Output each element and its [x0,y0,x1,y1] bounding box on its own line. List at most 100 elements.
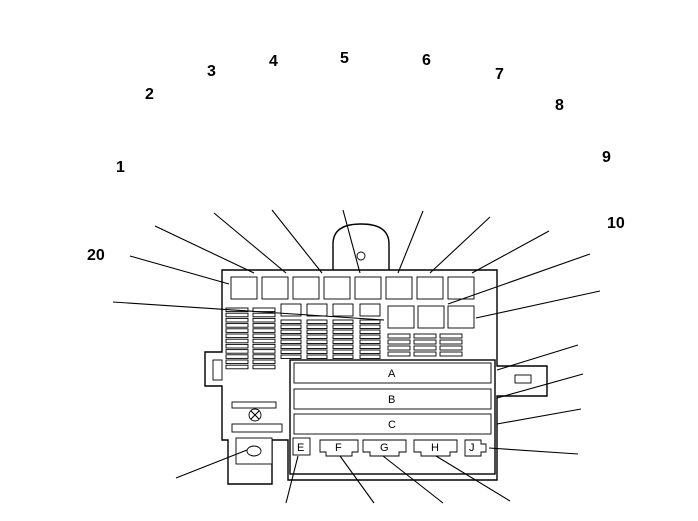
callout-8: 8 [555,97,564,114]
relay-block: A B C [289,359,496,475]
mini-fuse [359,334,381,339]
mini-fuse [413,339,437,345]
mini-fuse [225,333,249,339]
mini-fuse [306,354,328,359]
connector-f [319,439,359,457]
mini-fuse [387,339,411,345]
mini-fuse [439,333,463,339]
mini-fuse [225,323,249,328]
mini-fuse [252,323,276,328]
mini-fuse [332,349,354,354]
callout-3: 3 [207,63,216,80]
mini-fuse [359,349,381,354]
mini-fuse [359,339,381,344]
mini-fuse [387,345,411,351]
mini-fuse [225,317,249,323]
relay-b-label: B [388,394,395,406]
mini-fuse [359,303,381,317]
mini-fuse [280,334,302,339]
mini-fuse [280,319,302,324]
relay-a [293,362,492,384]
mini-fuse [359,324,381,329]
mini-fuse [332,339,354,344]
mini-fuse [252,338,276,344]
mini-fuse [332,344,354,349]
connector-f-label: F [335,442,342,454]
medium-fuse-row [387,305,475,329]
mini-fuse [252,354,276,359]
mini-fuse [225,312,249,318]
callout-20: 20 [87,247,105,264]
mini-fuse [252,312,276,318]
mini-fuse [225,349,249,354]
callout-2: 2 [145,86,154,103]
mini-fuse [332,324,354,329]
mini-fuse [359,344,381,349]
mini-fuse [439,339,463,345]
mini-fuse [306,324,328,329]
mini-fuse [359,319,381,324]
mini-fuse [225,359,249,365]
callout-1: 1 [116,159,125,176]
mini-fuse [306,303,328,317]
relay-c-label: C [388,419,396,431]
relay-b [293,388,492,410]
mini-fuse [225,343,249,349]
mini-fuse [252,333,276,339]
mini-fuse [359,354,381,359]
mini-fuse [225,328,249,333]
mini-fuse [225,364,249,370]
mini-fuse [387,333,411,339]
mini-fuse [439,351,463,357]
mini-fuse-grid [225,303,463,370]
mini-fuse [413,351,437,357]
mini-fuse [252,364,276,370]
mini-fuse [306,319,328,324]
mini-fuse [413,345,437,351]
mini-fuse [332,354,354,359]
mini-fuse [306,344,328,349]
mini-fuse [387,351,411,357]
callout-5: 5 [340,50,349,67]
fuse-puller-area [231,401,283,465]
mini-fuse [332,334,354,339]
callout-7: 7 [495,66,504,83]
connector-h-label: H [431,442,439,454]
large-fuse-row [230,276,475,300]
mini-fuse [252,328,276,333]
leader-lines [112,209,601,504]
mini-fuse [332,319,354,324]
mini-fuse [306,329,328,334]
mini-fuse [306,334,328,339]
mini-fuse [332,329,354,334]
relay-c [293,413,492,435]
connector-h [413,439,458,457]
mini-fuse [225,338,249,344]
connector-e [292,437,311,456]
mini-fuse [413,333,437,339]
connector-j [464,439,487,457]
mini-fuse [280,349,302,354]
mini-fuse [306,349,328,354]
mini-fuse [225,354,249,359]
mini-fuse [306,339,328,344]
connector-row: E F G H J [292,437,487,457]
connector-g [362,439,407,457]
mini-fuse [332,303,354,317]
relay-a-label: A [388,368,396,380]
callout-9: 9 [602,149,611,166]
mini-fuse [252,359,276,365]
mini-fuse [280,329,302,334]
mini-fuse [280,344,302,349]
mini-fuse [439,345,463,351]
callout-10: 10 [607,215,625,232]
mini-fuse [252,317,276,323]
callout-6: 6 [422,52,431,69]
mini-fuse [280,324,302,329]
mini-fuse [252,343,276,349]
connector-g-label: G [380,442,389,454]
mini-fuse [280,339,302,344]
connector-e-label: E [297,442,304,454]
mini-fuse [252,349,276,354]
